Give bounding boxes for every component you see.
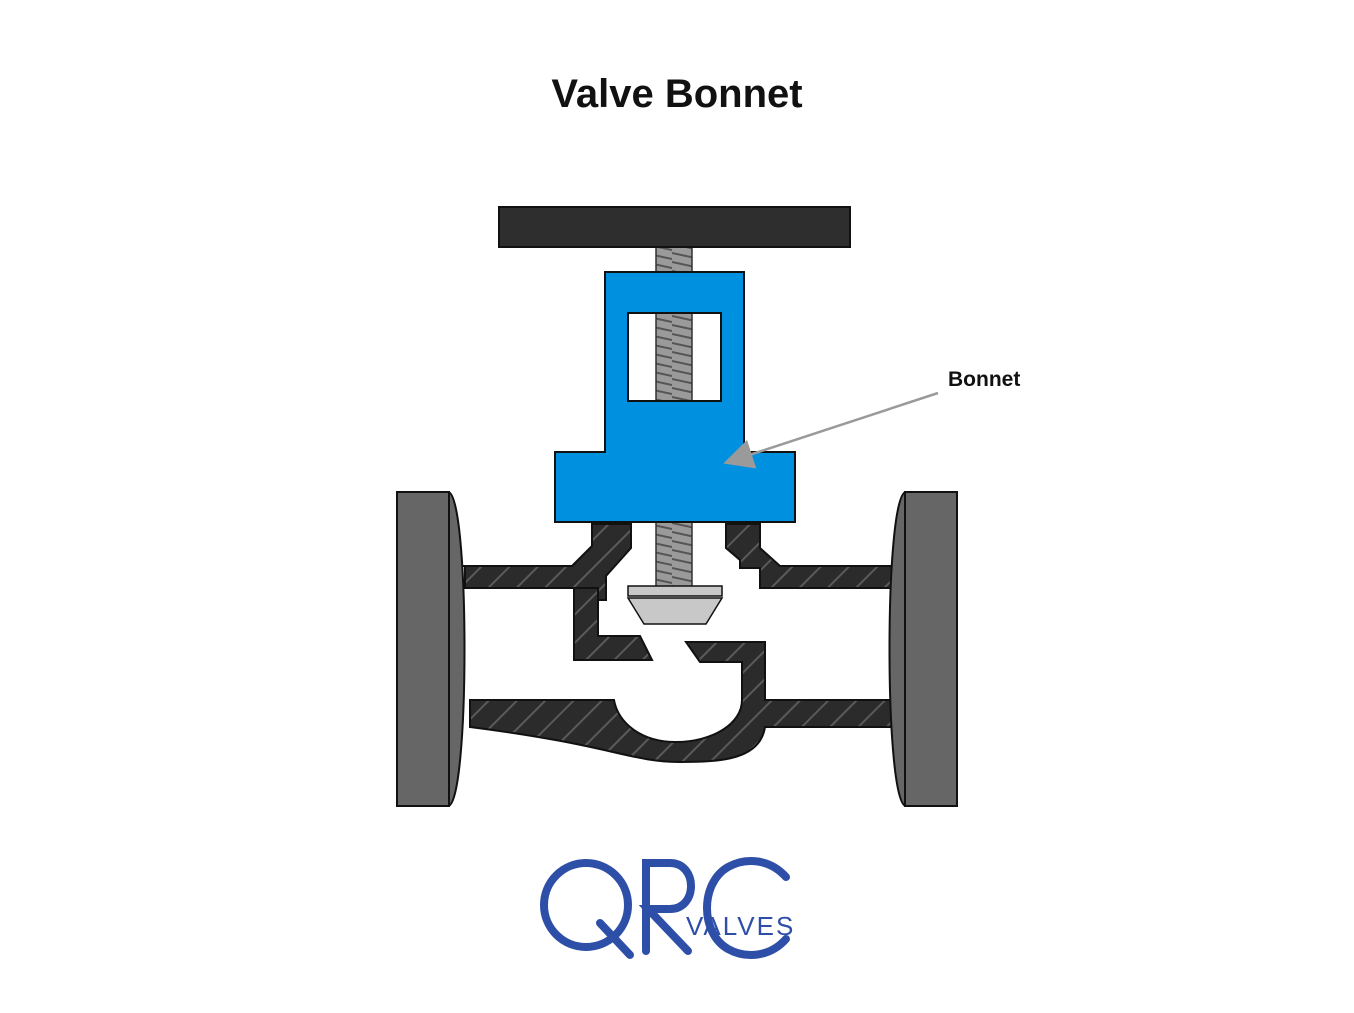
bonnet-callout-label: Bonnet — [948, 368, 1021, 391]
stem-lower — [655, 521, 693, 589]
valve-body — [455, 523, 896, 764]
right-flange — [888, 490, 958, 808]
logo-subtext: VALVES — [686, 911, 795, 941]
diagram-title: Valve Bonnet — [551, 72, 803, 116]
body-wall-upper-right — [725, 523, 896, 589]
body-wall-inner-left — [572, 587, 654, 661]
stem-middle — [655, 311, 693, 405]
handwheel — [498, 206, 851, 248]
body-wall-upper-left — [455, 523, 632, 601]
qrc-valves-logo: VALVES — [540, 857, 795, 959]
left-flange — [396, 490, 466, 808]
body-wall-inner-right — [469, 641, 896, 764]
valve-disc — [626, 585, 724, 625]
callout-leader-arrow — [723, 391, 939, 469]
